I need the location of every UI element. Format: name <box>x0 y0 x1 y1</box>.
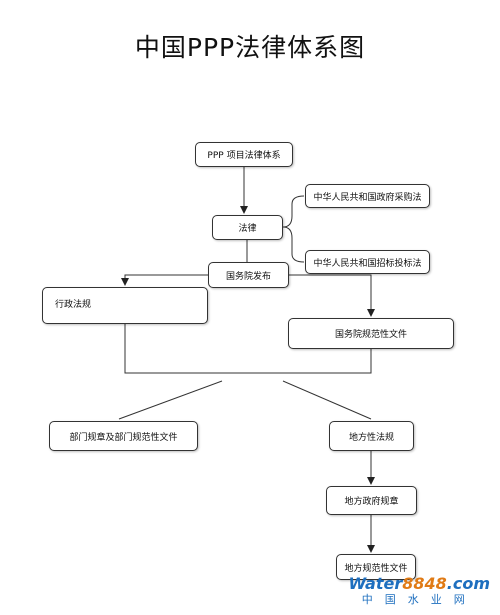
watermark-brand-c: .com <box>446 574 490 593</box>
line-to-dept-rules <box>118 380 223 420</box>
node-bidding-law: 中华人民共和国招标投标法 <box>305 250 430 274</box>
watermark-logo: Water8848.com 中国水业网 <box>348 574 490 607</box>
node-state-council: 国务院发布 <box>208 262 289 288</box>
arrow-to-state-council-docs <box>289 274 375 317</box>
node-local-docs: 地方规范性文件 <box>336 554 416 580</box>
merge-bracket <box>124 324 372 374</box>
line-to-local-regulations <box>282 380 372 420</box>
watermark-site: 中国水业网 <box>361 593 477 606</box>
brace-to-procurement-law <box>282 195 305 228</box>
node-law: 法律 <box>212 215 283 240</box>
watermark-brand-b: 8848 <box>402 574 447 593</box>
node-local-gov-rules: 地方政府规章 <box>326 486 417 515</box>
node-dept-rules: 部门规章及部门规范性文件 <box>49 421 198 451</box>
node-procurement-law: 中华人民共和国政府采购法 <box>305 184 430 208</box>
node-local-regulations: 地方性法规 <box>329 421 414 451</box>
node-state-council-docs: 国务院规范性文件 <box>288 318 454 349</box>
arrow-to-admin-regulations <box>121 274 208 286</box>
page-title: 中国PPP法律体系图 <box>134 33 366 62</box>
node-root: PPP 项目法律体系 <box>195 142 293 167</box>
node-admin-regulations: 行政法规 <box>42 287 208 324</box>
brace-to-bidding-law <box>282 226 305 263</box>
watermark-brand-a: Water <box>348 574 403 593</box>
